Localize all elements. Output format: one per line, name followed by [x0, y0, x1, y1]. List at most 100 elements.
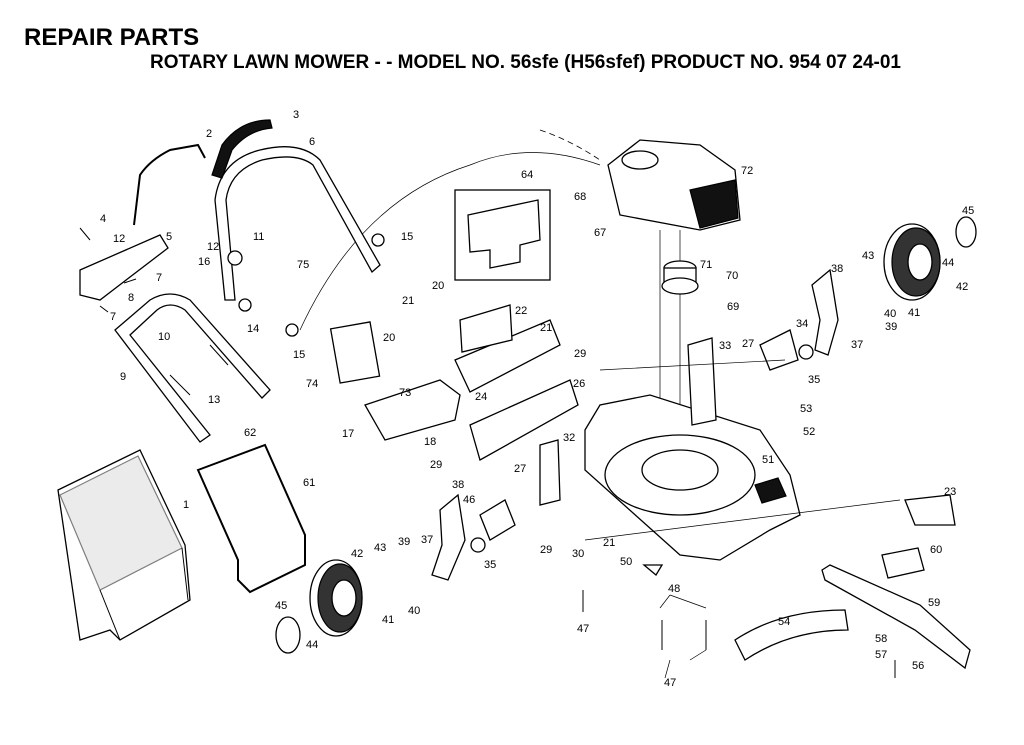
- callout: 26: [573, 378, 585, 390]
- callout: 8: [128, 292, 134, 304]
- page-title: REPAIR PARTS: [24, 24, 200, 51]
- callout: 6: [309, 136, 315, 148]
- callout: 14: [247, 323, 259, 335]
- callout: 22: [515, 305, 527, 317]
- callout: 43: [374, 542, 386, 554]
- hub-cap: [955, 216, 977, 248]
- wheel-rear-right: [883, 223, 941, 301]
- callout: 15: [401, 231, 413, 243]
- blade-adapter: [881, 547, 925, 579]
- leader-lines: [659, 594, 707, 679]
- callout: 47: [664, 677, 676, 689]
- callout: 58: [875, 633, 887, 645]
- axle-bracket: [687, 337, 717, 426]
- handle-knob: [371, 233, 385, 247]
- callout: 4: [100, 213, 106, 225]
- callout: 39: [885, 321, 897, 333]
- page-subtitle: ROTARY LAWN MOWER - - MODEL NO. 56sfe (H…: [150, 52, 901, 73]
- callout: 20: [383, 332, 395, 344]
- adjuster-plate: [479, 499, 516, 541]
- callout: 52: [803, 426, 815, 438]
- callout: 18: [424, 436, 436, 448]
- callout: 35: [484, 559, 496, 571]
- spacer: [470, 537, 486, 553]
- bolt-47: [582, 590, 896, 678]
- height-adjuster: [431, 493, 466, 581]
- callout: 21: [402, 295, 414, 307]
- callout: 74: [306, 378, 318, 390]
- callout: 45: [962, 205, 974, 217]
- callout: 16: [198, 256, 210, 268]
- callout-labels: 2 3 6 4 12 5 7 8 7 10 9 13 62 12 11 16 7…: [100, 109, 974, 689]
- callout: 24: [475, 391, 487, 403]
- callout: 53: [800, 403, 812, 415]
- callout: 41: [382, 614, 394, 626]
- callout: 40: [884, 308, 896, 320]
- callout: 68: [574, 191, 586, 203]
- callout: 11: [253, 231, 264, 243]
- callout: 34: [796, 318, 808, 330]
- bag-frame: [196, 443, 306, 594]
- callout: 27: [514, 463, 526, 475]
- callout: 57: [875, 649, 887, 661]
- callout: 12: [207, 241, 219, 253]
- callout: 61: [303, 477, 315, 489]
- handle-knob: [285, 323, 299, 337]
- handle-knob: [227, 250, 243, 266]
- callout: 1: [183, 499, 189, 511]
- blade-bolt-50: [642, 564, 664, 576]
- callout: 39: [398, 536, 410, 548]
- callout: 5: [166, 231, 172, 243]
- callout: 44: [942, 257, 954, 269]
- callout: 71: [700, 259, 712, 271]
- rear-chute: [329, 321, 381, 384]
- callout: 3: [293, 109, 299, 121]
- adjuster-plate: [759, 329, 799, 371]
- rear-door-bracket: [364, 379, 461, 441]
- callout: 38: [452, 479, 464, 491]
- callout: 45: [275, 600, 287, 612]
- callout: 17: [342, 428, 354, 440]
- discharge-flap: [454, 319, 561, 393]
- callout: 7: [110, 311, 116, 323]
- spacer: [798, 344, 814, 360]
- callout: 51: [762, 454, 774, 466]
- callout: 21: [603, 537, 615, 549]
- callout: 32: [563, 432, 575, 444]
- handle-knob: [238, 298, 252, 312]
- callout: 13: [208, 394, 220, 406]
- screw: [79, 227, 137, 313]
- callout: 69: [727, 301, 739, 313]
- callout: 54: [778, 616, 790, 628]
- callout: 50: [620, 556, 632, 568]
- callout: 41: [908, 307, 920, 319]
- cable-dash: [539, 129, 601, 161]
- bracket-plate: [467, 199, 541, 269]
- callout: 44: [306, 639, 318, 651]
- height-adjuster: [811, 268, 839, 356]
- rear-baffle-54: [734, 609, 849, 661]
- callout: 35: [808, 374, 820, 386]
- callout: 33: [719, 340, 731, 352]
- callout: 73: [399, 387, 411, 399]
- callout: 23: [944, 486, 956, 498]
- callout: 60: [930, 544, 942, 556]
- callout: 27: [742, 338, 754, 350]
- callout: 56: [912, 660, 924, 672]
- callout: 30: [572, 548, 584, 560]
- deflector: [904, 494, 956, 526]
- callout: 62: [244, 427, 256, 439]
- handle-grip: [211, 119, 273, 179]
- callout: 29: [540, 544, 552, 556]
- callout: 43: [862, 250, 874, 262]
- engine: [607, 139, 741, 231]
- callout: 42: [351, 548, 363, 560]
- callout: 40: [408, 605, 420, 617]
- guide-line: [584, 359, 901, 541]
- callout: 47: [577, 623, 589, 635]
- callout: 42: [956, 281, 968, 293]
- callout: 12: [113, 233, 125, 245]
- grass-bag: [57, 449, 191, 641]
- callout: 75: [297, 259, 309, 271]
- callout: 15: [293, 349, 305, 361]
